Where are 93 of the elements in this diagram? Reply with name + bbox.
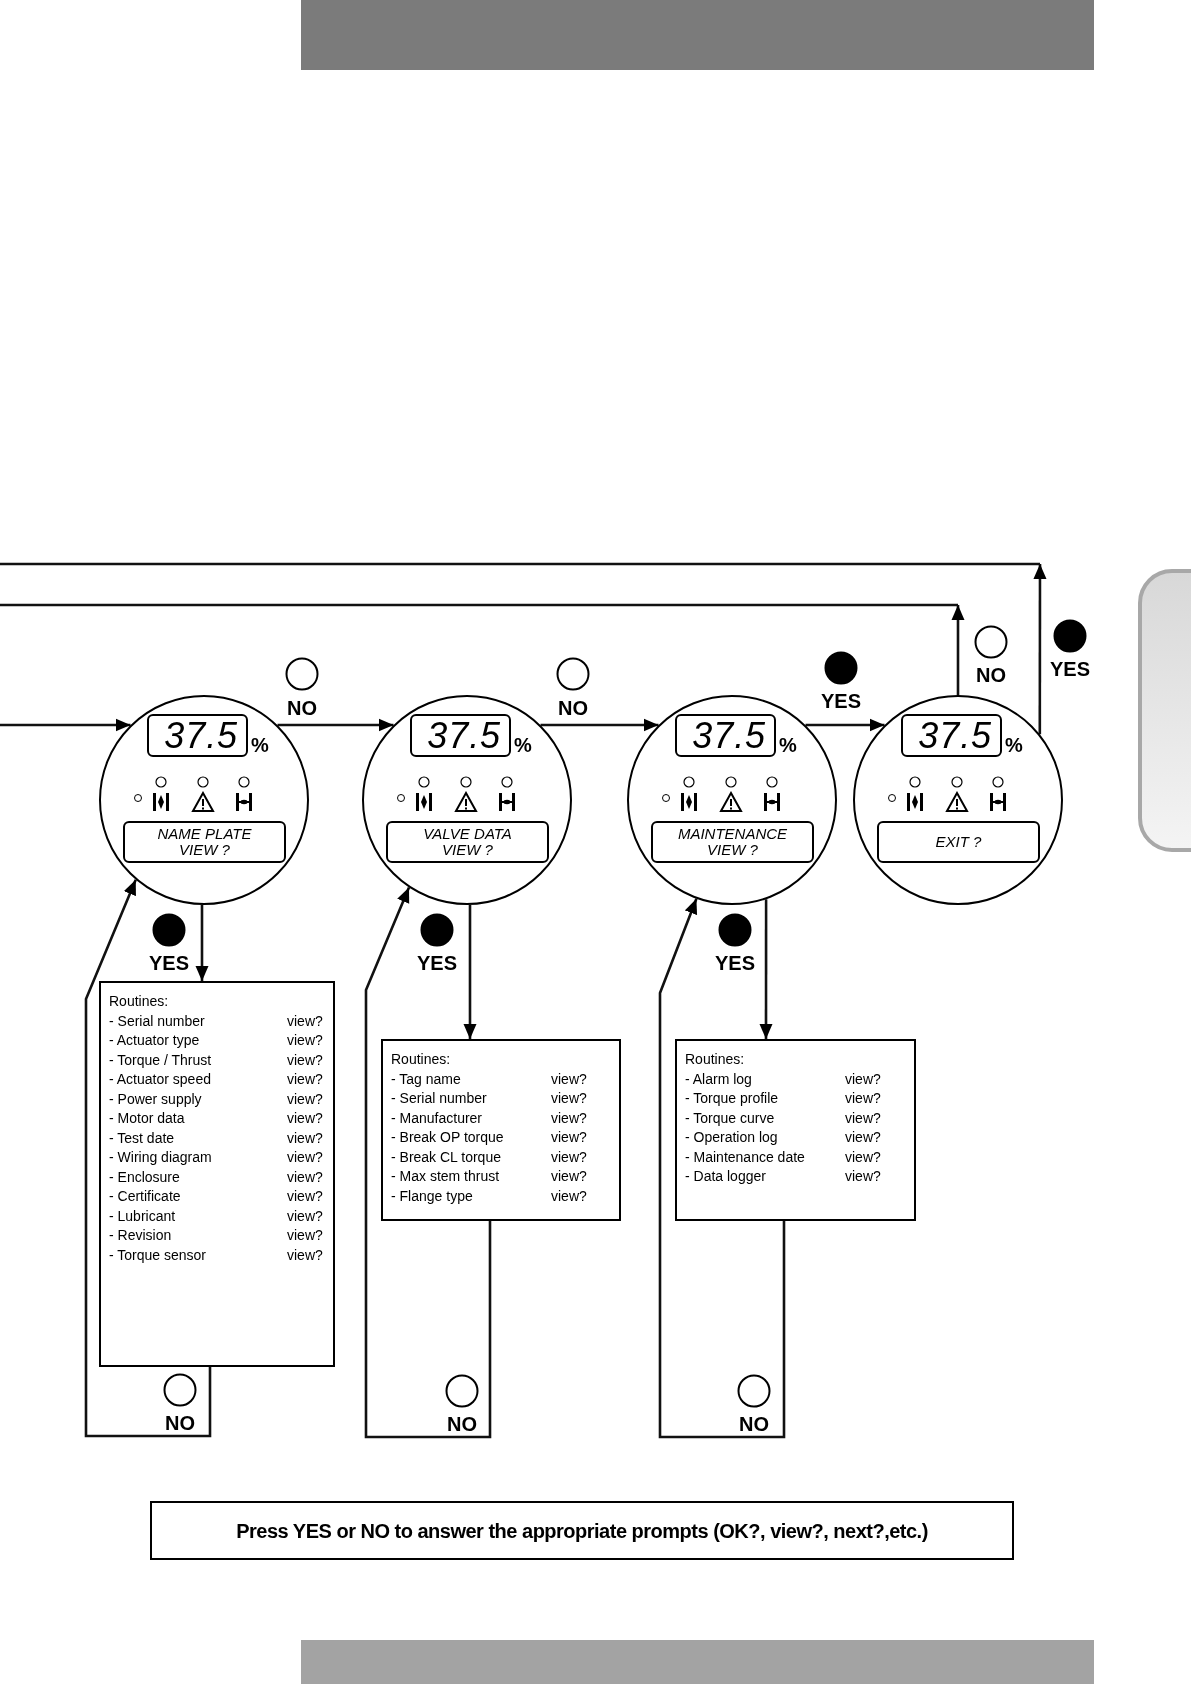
list-item: - Serial number xyxy=(391,1089,488,1108)
list-item: - Break OP torque xyxy=(391,1128,505,1147)
list-prompt: view? xyxy=(551,1128,587,1147)
list-prompt: view? xyxy=(845,1147,881,1167)
list-heading: Routines: xyxy=(391,1050,451,1069)
edge-label: NO xyxy=(558,698,588,718)
list-prompt: view? xyxy=(287,1226,323,1245)
arrow xyxy=(658,898,786,1439)
lcd-readout: 37.5 xyxy=(901,714,1002,757)
lcd-message: NAME PLATE VIEW ? xyxy=(123,821,286,863)
list-prompt: view? xyxy=(287,1245,323,1265)
percent-sign: % xyxy=(1005,735,1023,755)
list-heading: Routines: xyxy=(109,992,169,1011)
edge-label: NO xyxy=(976,665,1006,685)
arrow xyxy=(463,904,477,1039)
arrow xyxy=(364,887,492,1439)
edge-label: YES xyxy=(417,953,457,973)
percent-sign: % xyxy=(514,735,532,755)
list-item: - Serial number xyxy=(109,1011,206,1031)
percent-sign: % xyxy=(779,735,797,755)
list-item: - Operation log xyxy=(685,1128,779,1147)
arrow xyxy=(540,718,659,732)
note-box: Press YES or NO to answer the appropriate prompts (OK?, view?, next?,etc.) xyxy=(150,1501,1014,1560)
list-item: - Motor data xyxy=(109,1109,186,1128)
list-prompt: view? xyxy=(551,1108,587,1128)
list-item: - Max stem thrust xyxy=(391,1167,501,1186)
list-prompt: view? xyxy=(287,1050,323,1070)
list-item: - Data logger xyxy=(685,1167,767,1186)
list-item: - Power supply xyxy=(109,1089,203,1109)
list-prompt: view? xyxy=(551,1147,587,1167)
list-item: - Alarm log xyxy=(685,1069,753,1089)
list-item: - Break CL torque xyxy=(391,1147,502,1167)
lcd-readout: 37.5 xyxy=(675,714,776,757)
list-item: - Manufacturer xyxy=(391,1108,484,1128)
list-prompt: view? xyxy=(551,1069,587,1089)
list-item: - Actuator speed xyxy=(109,1070,212,1089)
list-heading: Routines: xyxy=(685,1050,745,1069)
list-item: - Tag name xyxy=(391,1069,462,1089)
arrow xyxy=(195,905,209,981)
list-item: - Wiring diagram xyxy=(109,1148,213,1167)
edge-label: NO xyxy=(287,698,317,718)
percent-sign: % xyxy=(251,735,269,755)
edge-label: YES xyxy=(149,953,189,973)
edge-label: YES xyxy=(715,953,755,973)
list-item: - Flange type xyxy=(391,1186,474,1206)
list-item: - Maintenance date xyxy=(685,1147,806,1167)
list-item: - Revision xyxy=(109,1226,173,1245)
list-prompt: view? xyxy=(287,1109,323,1128)
list-prompt: view? xyxy=(287,1167,323,1187)
list-prompt: view? xyxy=(845,1069,881,1089)
edge-label: NO xyxy=(447,1414,477,1434)
list-prompt: view? xyxy=(845,1167,881,1186)
routine-list-box xyxy=(99,981,335,1367)
list-prompt: view? xyxy=(845,1089,881,1108)
list-item: - Torque profile xyxy=(685,1089,780,1108)
list-item: - Torque curve xyxy=(685,1108,776,1128)
list-prompt: view? xyxy=(845,1108,881,1128)
arrow xyxy=(805,718,885,732)
routine-list-box xyxy=(675,1039,916,1221)
list-prompt: view? xyxy=(287,1148,323,1167)
list-prompt: view? xyxy=(287,1031,323,1050)
list-prompt: view? xyxy=(551,1089,587,1108)
list-item: - Test date xyxy=(109,1128,176,1148)
arrow xyxy=(277,718,394,732)
lcd-readout: 37.5 xyxy=(147,714,248,757)
list-prompt: view? xyxy=(287,1206,323,1226)
lcd-message: VALVE DATA VIEW ? xyxy=(386,821,549,863)
routine-list-box xyxy=(381,1039,621,1221)
lcd-message: MAINTENANCE VIEW ? xyxy=(651,821,814,863)
lcd-message: EXIT ? xyxy=(877,821,1040,863)
edge-label: NO xyxy=(739,1414,769,1434)
list-prompt: view? xyxy=(287,1070,323,1089)
list-item: - Actuator type xyxy=(109,1031,201,1050)
list-item: - Lubricant xyxy=(109,1206,177,1226)
list-prompt: view? xyxy=(287,1011,323,1031)
list-prompt: view? xyxy=(287,1187,323,1206)
arrow xyxy=(759,899,773,1039)
list-prompt: view? xyxy=(287,1128,323,1148)
edge-label: NO xyxy=(165,1413,195,1433)
side-tab xyxy=(1138,569,1191,852)
arrow xyxy=(84,879,212,1438)
edge-label: YES xyxy=(821,691,861,711)
list-item: - Torque / Thrust xyxy=(109,1050,213,1070)
list-prompt: view? xyxy=(551,1167,587,1186)
list-item: - Enclosure xyxy=(109,1167,181,1187)
lcd-readout: 37.5 xyxy=(410,714,511,757)
list-item: - Torque sensor xyxy=(109,1245,207,1265)
list-item: - Certificate xyxy=(109,1187,182,1206)
list-prompt: view? xyxy=(551,1186,587,1206)
edge-label: YES xyxy=(1050,659,1090,679)
list-prompt: view? xyxy=(845,1128,881,1147)
list-prompt: view? xyxy=(287,1089,323,1109)
arrow xyxy=(0,718,131,732)
